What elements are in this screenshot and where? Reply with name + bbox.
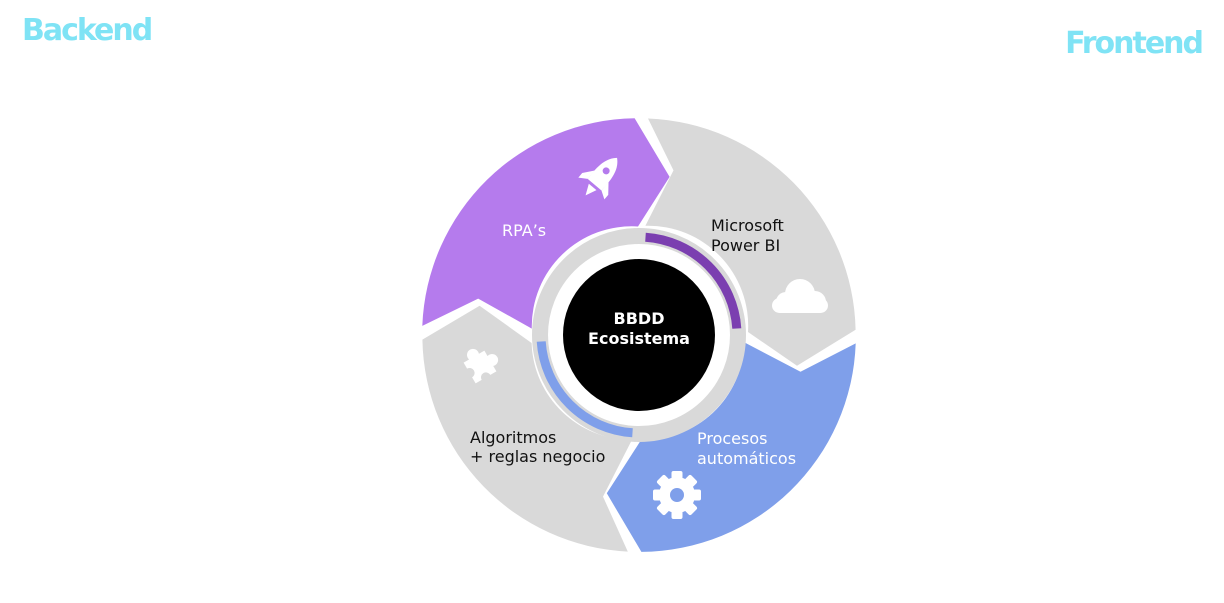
frontend-title: Frontend [1065,26,1204,61]
cloud-icon [772,279,828,313]
puzzle-icon [463,348,499,384]
center-label-line2: Ecosistema [588,329,690,348]
backend-title: Backend [22,13,153,48]
segment-label-algoritmos: Algoritmos + reglas negocio [470,428,605,466]
inner-ring-accent-blue [536,341,633,438]
segment-label-power-bi-line2: Power BI [711,236,780,255]
segment-label-algoritmos-line1: Algoritmos [470,428,556,447]
segment-label-rpa-line1: RPA’s [502,221,546,240]
inner-ring-accent-purple [645,232,742,329]
segment-label-algoritmos-line2: + reglas negocio [470,447,605,466]
center-label-line1: BBDD [614,309,665,328]
segment-label-procesos-line2: automáticos [697,449,796,468]
rocket-icon [578,157,618,200]
center-circle [563,259,715,411]
segment-label-procesos: Procesos automáticos [697,429,796,468]
segment-label-power-bi-line1: Microsoft [711,216,784,235]
gear-icon [653,471,701,519]
segment-label-rpa: RPA’s [502,221,546,240]
segment-label-procesos-line1: Procesos [697,429,767,448]
segment-label-power-bi: Microsoft Power BI [711,216,789,255]
inner-ring [532,228,746,442]
